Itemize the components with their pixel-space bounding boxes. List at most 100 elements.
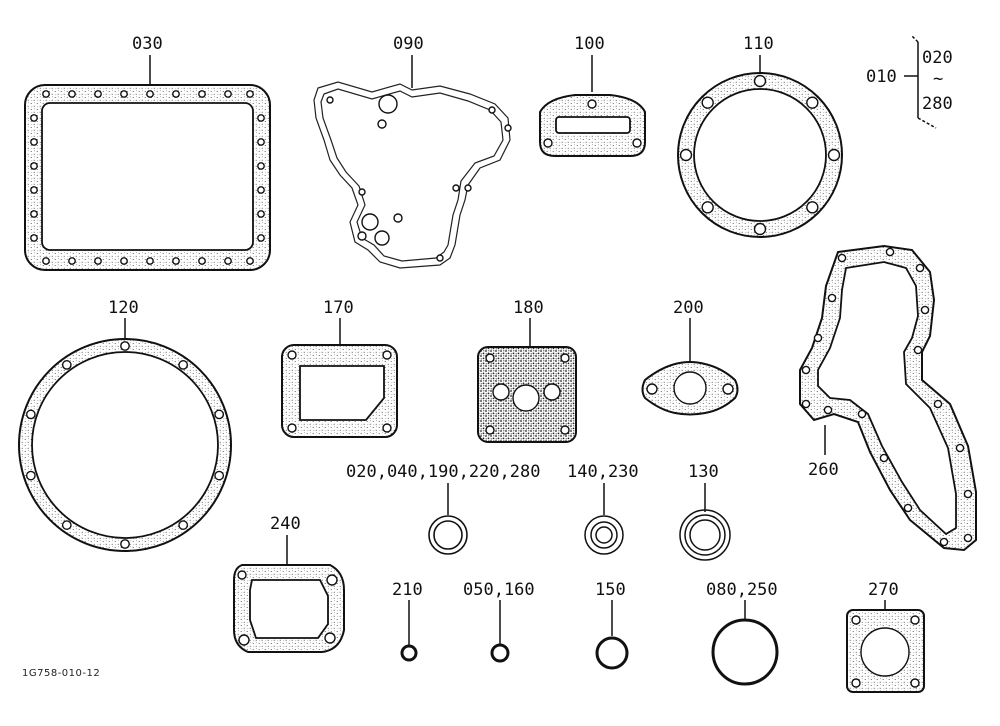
bolt-hole xyxy=(25,409,36,420)
bolt-hole xyxy=(939,537,949,547)
bolt-hole xyxy=(955,443,965,453)
bolt-hole xyxy=(224,257,232,265)
bolt-hole xyxy=(30,162,38,170)
bolt-hole xyxy=(806,201,819,214)
bolt-hole xyxy=(68,90,76,98)
label-010: 010 xyxy=(866,67,897,87)
bolt-hole xyxy=(827,148,841,162)
bolt-hole xyxy=(903,503,913,513)
bolt-hole xyxy=(146,90,154,98)
part-050-160-o-ring xyxy=(490,600,510,663)
label-020-040-190-220-280: 020,040,190,220,280 xyxy=(346,462,540,482)
label-280-range-end: 280 xyxy=(922,94,953,114)
bolt-hole xyxy=(257,162,265,170)
part-110-round-gasket xyxy=(677,55,843,238)
bolt-hole xyxy=(146,257,154,265)
bolt-hole xyxy=(837,253,847,263)
bolt-hole xyxy=(701,201,714,214)
label-130: 130 xyxy=(688,462,719,482)
bolt-hole xyxy=(30,114,38,122)
bolt-hole xyxy=(172,90,180,98)
label-030: 030 xyxy=(132,34,163,54)
bolt-hole xyxy=(813,333,823,343)
bolt-hole xyxy=(178,520,189,530)
label-080-250: 080,250 xyxy=(706,580,778,600)
bolt-hole xyxy=(42,257,50,265)
label-110: 110 xyxy=(743,34,774,54)
bolt-hole xyxy=(257,186,265,194)
label-050-160: 050,160 xyxy=(463,580,535,600)
label-200: 200 xyxy=(673,298,704,318)
bolt-hole xyxy=(120,539,130,549)
label-090: 090 xyxy=(393,34,424,54)
bolt-hole xyxy=(801,399,811,409)
bolt-hole xyxy=(120,90,128,98)
bolt-hole xyxy=(68,257,76,265)
bolt-hole xyxy=(679,148,693,162)
bolt-hole xyxy=(806,96,819,109)
part-130-seal xyxy=(679,483,731,561)
label-270: 270 xyxy=(868,580,899,600)
part-200-flange-gasket xyxy=(641,318,739,416)
bolt-hole xyxy=(963,489,973,499)
label-120: 120 xyxy=(108,298,139,318)
bolt-hole xyxy=(753,74,767,88)
bolt-hole xyxy=(753,222,767,236)
label-260: 260 xyxy=(808,460,839,480)
bolt-hole xyxy=(172,257,180,265)
label-020-range-start: 020 xyxy=(922,48,953,68)
part-multi-o-ring xyxy=(428,483,468,555)
figure-code: 1G758-010-12 xyxy=(22,668,100,679)
label-240: 240 xyxy=(270,514,301,534)
part-090-gear-case-gasket xyxy=(313,55,512,269)
bolt-hole xyxy=(30,186,38,194)
label-210: 210 xyxy=(392,580,423,600)
bolt-hole xyxy=(920,305,930,315)
part-030-oil-pan-gasket xyxy=(24,55,271,271)
part-120-large-round-gasket xyxy=(18,318,232,552)
bolt-hole xyxy=(61,520,72,530)
bolt-hole xyxy=(94,257,102,265)
part-170-gasket xyxy=(281,318,398,438)
bolt-hole xyxy=(120,257,128,265)
part-180-gasket xyxy=(477,318,577,443)
label-180: 180 xyxy=(513,298,544,318)
bolt-hole xyxy=(857,409,867,419)
bolt-hole xyxy=(701,96,714,109)
bolt-hole xyxy=(25,470,36,481)
bolt-hole xyxy=(246,257,254,265)
bolt-hole xyxy=(214,470,225,481)
bolt-hole xyxy=(257,114,265,122)
part-210-o-ring xyxy=(400,600,418,662)
bolt-hole xyxy=(257,234,265,242)
bolt-hole xyxy=(246,90,254,98)
bolt-hole xyxy=(257,210,265,218)
bolt-hole xyxy=(94,90,102,98)
label-range-tilde: ~ xyxy=(933,69,943,89)
bolt-hole xyxy=(178,360,189,370)
part-270-gasket xyxy=(846,600,925,693)
bolt-hole xyxy=(42,90,50,98)
bolt-hole xyxy=(214,409,225,420)
part-140-230-seal xyxy=(584,483,624,555)
bolt-hole xyxy=(801,365,811,375)
bolt-hole xyxy=(120,341,130,351)
label-140-230: 140,230 xyxy=(567,462,639,482)
bolt-hole xyxy=(823,405,833,415)
part-240-gasket xyxy=(233,535,345,653)
bolt-hole xyxy=(257,138,265,146)
bolt-hole xyxy=(61,360,72,370)
bolt-hole xyxy=(879,453,889,463)
bolt-hole xyxy=(913,345,923,355)
bolt-hole xyxy=(933,399,943,409)
label-100: 100 xyxy=(574,34,605,54)
bolt-hole xyxy=(224,90,232,98)
bolt-hole xyxy=(827,293,837,303)
part-100-gasket xyxy=(539,55,646,157)
bolt-hole xyxy=(30,210,38,218)
label-170: 170 xyxy=(323,298,354,318)
bolt-hole xyxy=(30,234,38,242)
bolt-hole xyxy=(198,257,206,265)
part-080-250-o-ring xyxy=(711,600,779,686)
